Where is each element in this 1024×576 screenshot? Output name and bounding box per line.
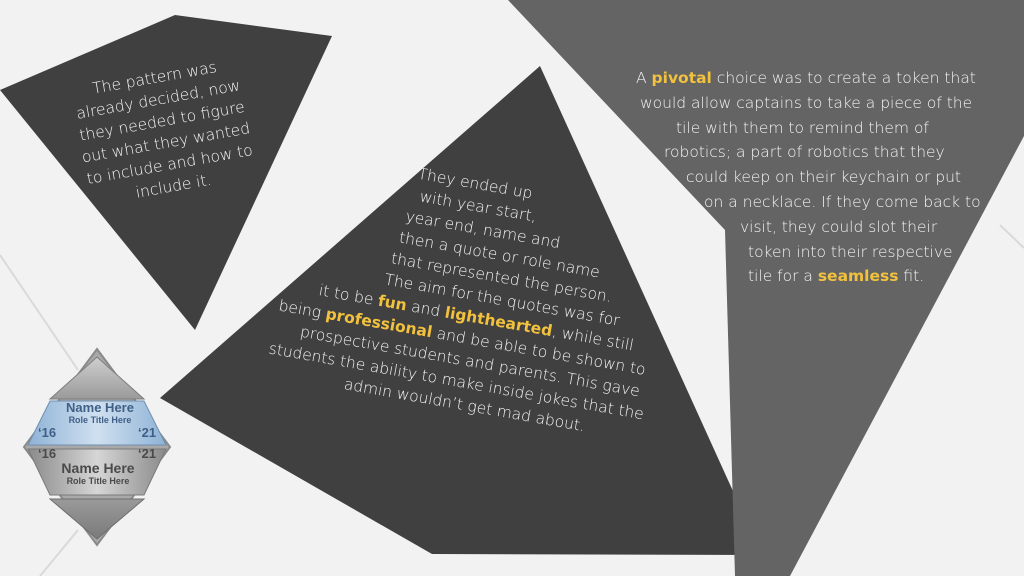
text-line: could keep on their keychain or put <box>686 168 961 187</box>
text-span: A <box>636 69 652 87</box>
text-line: on a necklace. If they come back to <box>704 192 981 211</box>
token-top-name: Name Here <box>66 400 134 415</box>
token-top-role: Role Title Here <box>68 415 132 425</box>
decor-line-left <box>0 254 79 371</box>
decor-line-right <box>999 224 1024 249</box>
token-grey-band <box>27 448 167 496</box>
token-bottom-year-start: ‘16 <box>38 446 57 461</box>
token-top-year-start: ‘16 <box>38 425 57 440</box>
text-span: tile for a <box>748 267 818 286</box>
text-line: would allow captains to take a piece of … <box>640 93 973 112</box>
text-line: visit, they could slot their <box>740 217 938 236</box>
text-line: robotics; a part of robotics that they <box>664 143 945 162</box>
token-blue-band <box>27 400 167 446</box>
panel-left-shape <box>0 15 332 330</box>
token-top-year-end: ‘21 <box>138 425 157 440</box>
text-line: token into their respective <box>748 242 953 261</box>
text-line: tile for a seamless fit. <box>600 264 1020 289</box>
text-span: fit. <box>898 267 925 286</box>
highlight-seamless: seamless <box>817 267 899 286</box>
highlight-fun: fun <box>376 291 409 315</box>
text-span: choice was to create a token that <box>711 69 976 87</box>
token-bottom-role: Role Title Here <box>66 476 130 486</box>
panel-middle-shape <box>160 66 762 555</box>
token-illustration <box>22 347 172 547</box>
panel-right-shape <box>508 0 1024 576</box>
decor-line-bottom <box>39 529 79 576</box>
highlight-pivotal: pivotal <box>651 69 712 87</box>
text-line: tile with them to remind them of <box>676 118 929 137</box>
token-bottom-year-end: ‘21 <box>138 446 157 461</box>
text-line: A pivotal choice was to create a token t… <box>600 66 1020 91</box>
token-top-cap <box>48 356 146 400</box>
panel-right-text: A pivotal choice was to create a token t… <box>600 66 1020 289</box>
token-bottom-cap <box>48 498 146 540</box>
token-bottom-name: Name Here <box>61 460 135 476</box>
